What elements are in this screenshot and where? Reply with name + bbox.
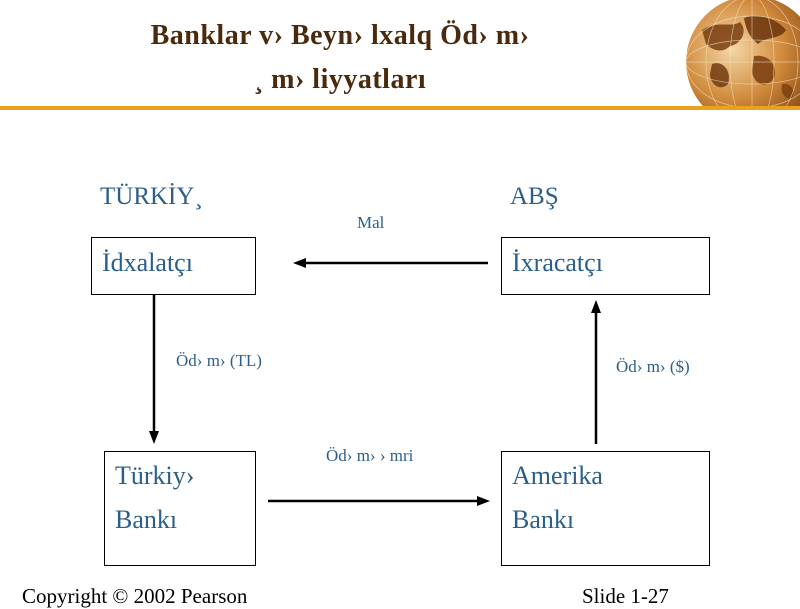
turkish-bank-label-line2: Bankı [115, 505, 178, 534]
country-label-turkey: TÜRKİY¸ [100, 183, 203, 210]
footer-slide-number: Slide 1-27 [582, 584, 669, 608]
importer-label: İdxalatçı [102, 248, 193, 277]
label-goods: Mal [357, 213, 385, 232]
title-divider [0, 106, 800, 110]
exporter-label: İxracatçı [512, 248, 603, 277]
turkish-bank-label-line1: Türkiy› [115, 461, 195, 490]
slide-title-line1: Banklar v› Beyn› lxalq Öd› m› [150, 20, 530, 51]
label-payment-usd: Öd› m› ($) [616, 357, 690, 376]
arrow-payment-order [268, 496, 490, 506]
american-bank-box: Amerika Bankı [501, 451, 710, 566]
arrow-payment-usd [591, 300, 601, 444]
american-bank-label-line1: Amerika [512, 461, 603, 490]
footer-copyright: Copyright © 2002 Pearson [22, 584, 248, 608]
arrow-goods [293, 258, 488, 268]
importer-box: İdxalatçı [91, 237, 256, 295]
label-payment-tl: Öd› m› (TL) [176, 351, 262, 370]
turkish-bank-box: Türkiy› Bankı [104, 451, 256, 566]
globe-icon [685, 0, 800, 106]
american-bank-label-line2: Bankı [512, 505, 575, 534]
arrow-payment-tl [149, 295, 159, 444]
slide-title-line2: ¸ m› liyyatları [253, 64, 427, 95]
country-label-usa: ABŞ [510, 183, 559, 210]
exporter-box: İxracatçı [501, 237, 710, 295]
label-payment-order: Öd› m› › mri [326, 446, 414, 465]
